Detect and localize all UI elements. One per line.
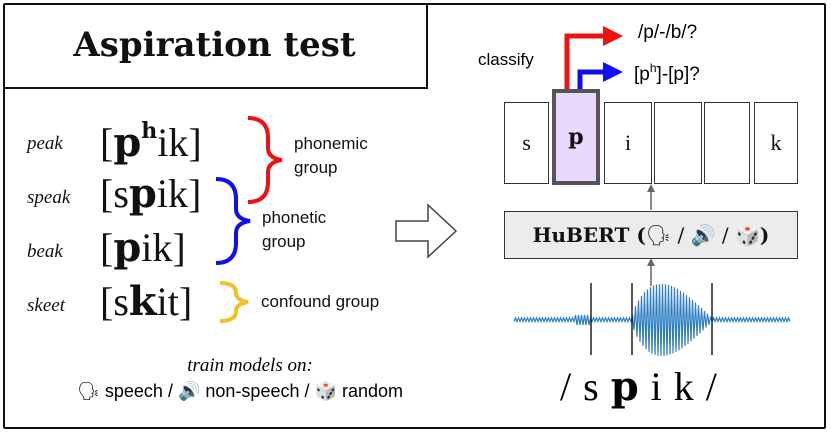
cell-blank-1	[654, 102, 702, 184]
title-box: Aspiration test	[3, 3, 428, 89]
ipa-skeet: [skit]	[100, 278, 193, 325]
classify-label: classify	[478, 50, 534, 69]
word-label-skeet: skeet	[27, 295, 65, 316]
transcript: / s p i k /	[560, 363, 718, 410]
train-options: 🗣 speech / 🔊 non-speech / 🎲 random	[77, 381, 403, 402]
phonemic-question: /p/-/b/?	[638, 22, 698, 43]
phonetic-question: [ph]-[p]?	[634, 61, 700, 85]
speaking-head-icon: 🗣	[77, 381, 100, 402]
phonemic-brace	[247, 116, 283, 204]
cell-p-highlighted: p	[552, 89, 600, 185]
ipa-peak: [phik]	[100, 118, 202, 166]
speaking-head-icon: 🗣	[645, 223, 672, 247]
audio-waveform	[513, 283, 791, 357]
phonetic-brace	[215, 177, 251, 265]
title: Aspiration test	[73, 25, 356, 65]
word-label-beak: beak	[27, 241, 63, 262]
outer-frame	[3, 3, 826, 429]
ipa-speak: [spik]	[100, 170, 202, 217]
phonemic-arrow	[564, 33, 604, 89]
waveform-trace	[513, 283, 791, 357]
cell-k: k	[754, 102, 798, 184]
process-arrow	[395, 203, 458, 259]
hubert-model-box: HuBERT ( 🗣 / 🔊 / 🎲 )	[504, 211, 798, 259]
confound-brace	[219, 281, 249, 323]
phonetic-arrow	[577, 69, 604, 89]
speaker-icon: 🔊	[177, 381, 201, 402]
ipa-beak: [pik]	[100, 224, 186, 271]
word-label-peak: peak	[27, 133, 63, 154]
confound-group-label: confound group	[261, 292, 380, 311]
speaker-icon: 🔊	[690, 223, 716, 247]
cell-i: i	[604, 102, 652, 184]
cell-s: s	[504, 102, 549, 184]
dice-icon: 🎲	[735, 223, 760, 247]
train-heading: train models on:	[187, 355, 313, 376]
cell-blank-2	[704, 102, 750, 184]
dice-icon: 🎲	[314, 381, 337, 402]
word-label-speak: speak	[27, 187, 71, 208]
